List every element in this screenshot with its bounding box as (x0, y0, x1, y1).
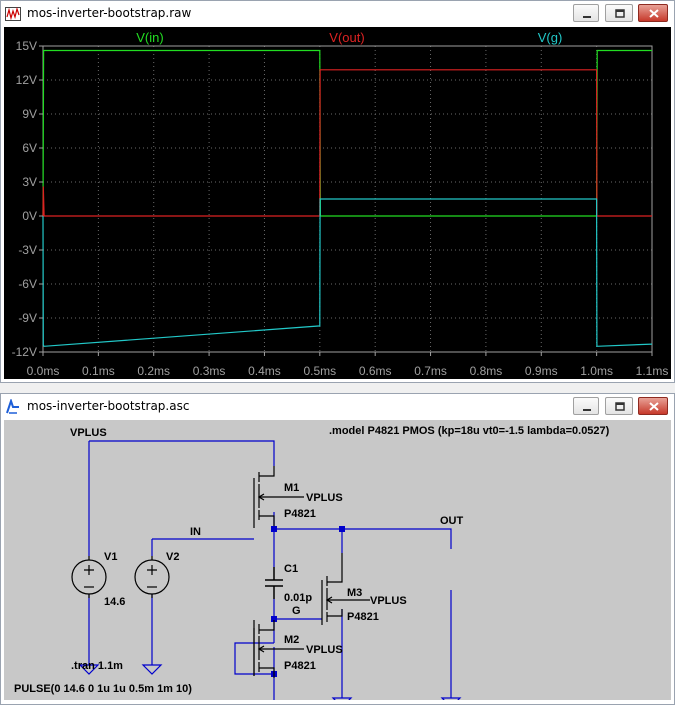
net-label-vplus: VPLUS (70, 427, 107, 439)
plot-series (42, 49, 653, 347)
m1-bulk: VPLUS (306, 492, 343, 504)
schematic-window: mos-inverter-bootstrap.asc (0, 393, 675, 705)
legend-vg: V(g) (538, 30, 563, 45)
v1-name: V1 (104, 551, 117, 563)
waveform-restore-button[interactable] (605, 4, 633, 22)
pmos-m3[interactable] (321, 553, 370, 625)
net-label-out: OUT (440, 515, 464, 527)
plot-background (4, 27, 671, 379)
schematic-restore-button[interactable] (605, 397, 633, 415)
pmos-m1[interactable] (253, 466, 304, 528)
schematic-close-button[interactable] (638, 397, 668, 415)
x-tick-label: 0.0ms (27, 364, 60, 378)
x-tick-label: 1.0ms (580, 364, 613, 378)
m2-model: P4821 (284, 660, 316, 672)
minimize-icon (583, 409, 591, 411)
plot-ticks: 0.0ms 0.1ms 0.2ms 0.3ms 0.4ms 0.5ms 0.6ms 0.7ms… (12, 39, 669, 378)
y-tick-label: 12V (16, 73, 37, 87)
schematic-titlebar[interactable]: mos-inverter-bootstrap.asc (1, 394, 674, 420)
waveform-client: 0.0ms 0.1ms 0.2ms 0.3ms 0.4ms 0.5ms 0.6ms 0.7ms… (4, 27, 671, 379)
m3-name: M3 (347, 587, 362, 599)
m2-bulk: VPLUS (306, 644, 343, 656)
m2-name: M2 (284, 634, 299, 646)
waveform-window: mos-inverter-bootstrap.raw 0.0ms 0.1ms 0.2… (0, 0, 675, 383)
waveform-plot[interactable]: 0.0ms 0.1ms 0.2ms 0.3ms 0.4ms 0.5ms 0.6ms 0.7ms… (4, 27, 671, 379)
x-tick-label: 0.3ms (193, 364, 226, 378)
trace-vg (42, 198, 653, 347)
model-directive[interactable]: .model P4821 PMOS (kp=18u vt0=-1.5 lambd… (329, 425, 610, 437)
y-tick-label: 6V (22, 141, 37, 155)
schematic-background (4, 420, 671, 700)
legend-vout: V(out) (329, 30, 364, 45)
x-tick-label: 0.9ms (525, 364, 558, 378)
close-icon (649, 402, 659, 411)
schematic-wires (88, 440, 452, 700)
plot-legend: V(in) V(out) V(g) (136, 30, 562, 45)
pmos-m2[interactable] (253, 620, 304, 678)
m3-bulk: VPLUS (370, 595, 407, 607)
schematic-window-title: mos-inverter-bootstrap.asc (27, 399, 190, 413)
c1-value: 0.01p (284, 592, 312, 604)
y-tick-label: 9V (22, 107, 37, 121)
net-label-g: G (292, 605, 301, 617)
v1-value: 14.6 (104, 596, 125, 608)
close-icon (649, 9, 659, 18)
x-tick-label: 0.7ms (414, 364, 447, 378)
y-tick-label: 15V (16, 39, 37, 53)
waveform-close-button[interactable] (638, 4, 668, 22)
voltage-source-v1[interactable] (71, 556, 107, 598)
tran-directive[interactable]: .tran 1.1m (71, 660, 123, 672)
restore-icon (615, 402, 625, 411)
x-tick-label: 0.8ms (470, 364, 503, 378)
x-tick-label: 0.5ms (303, 364, 336, 378)
m1-name: M1 (284, 482, 299, 494)
x-tick-label: 0.1ms (82, 364, 115, 378)
v2-name: V2 (166, 551, 179, 563)
trace-vout (42, 69, 652, 217)
y-tick-label: -12V (12, 345, 37, 359)
ground-symbols (78, 655, 462, 700)
capacitor-c1[interactable] (265, 567, 283, 599)
y-tick-label: -9V (18, 311, 37, 325)
c1-name: C1 (284, 563, 298, 575)
restore-icon (615, 9, 625, 18)
minimize-icon (583, 16, 591, 18)
y-tick-label: -6V (18, 277, 37, 291)
y-tick-label: 0V (22, 209, 37, 223)
schematic-client: .model P4821 PMOS (kp=18u vt0=-1.5 lambd… (4, 420, 671, 700)
pulse-directive[interactable]: PULSE(0 14.6 0 1u 1u 0.5m 1m 10) (14, 683, 192, 695)
x-tick-label: 1.1ms (636, 364, 669, 378)
x-tick-label: 0.2ms (137, 364, 170, 378)
voltage-source-v2[interactable] (134, 556, 170, 598)
y-tick-label: 3V (22, 175, 37, 189)
m1-model: P4821 (284, 508, 316, 520)
y-tick-label: -3V (18, 243, 37, 257)
m3-model: P4821 (347, 611, 379, 623)
x-tick-label: 0.6ms (359, 364, 392, 378)
waveform-icon (5, 6, 21, 21)
schematic-minimize-button[interactable] (573, 397, 599, 415)
waveform-minimize-button[interactable] (573, 4, 599, 22)
schematic-icon (6, 399, 19, 414)
x-tick-label: 0.4ms (248, 364, 281, 378)
net-label-in: IN (190, 526, 201, 538)
waveform-titlebar[interactable]: mos-inverter-bootstrap.raw (1, 1, 674, 27)
legend-vin: V(in) (136, 30, 163, 45)
schematic-canvas[interactable]: .model P4821 PMOS (kp=18u vt0=-1.5 lambd… (4, 420, 671, 700)
waveform-window-title: mos-inverter-bootstrap.raw (27, 6, 192, 20)
